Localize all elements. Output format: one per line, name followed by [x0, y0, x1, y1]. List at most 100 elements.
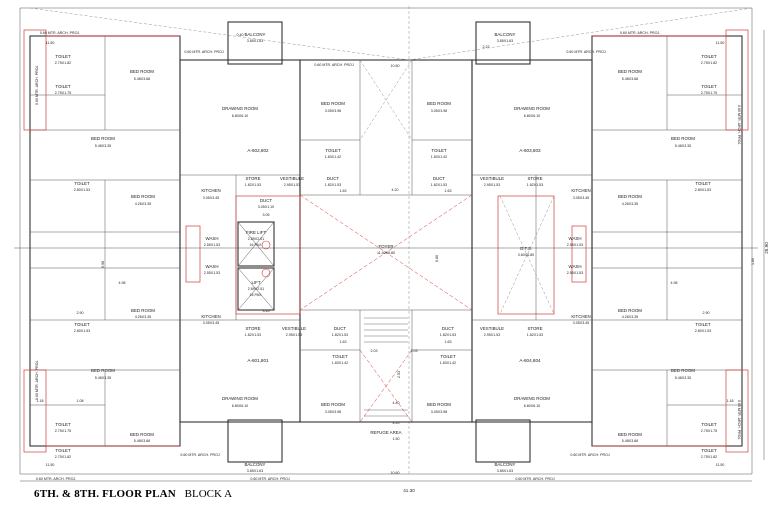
dim: 0.40 — [237, 33, 244, 37]
room-label: LIFT — [251, 280, 260, 285]
proj-note-vertical: 0.60 MTR. ARCH. PROJ. — [35, 360, 39, 400]
room-size: 6.80X6.10 — [524, 404, 540, 408]
room-label: BED ROOM — [321, 101, 345, 106]
drawing-caption: 6TH. & 8TH. FLOOR PLAN BLOCK A — [34, 488, 232, 500]
room-size: 2.55X1.53 — [204, 271, 220, 275]
dim: 2.03 — [371, 349, 378, 353]
room-label: BED ROOM — [91, 368, 115, 373]
room-label: DRAWING ROOM — [514, 396, 550, 401]
room-size: 2.95X1.53 — [284, 183, 300, 187]
room-size: 1.82X1.53 — [527, 183, 543, 187]
room-label: TOILET — [701, 54, 717, 59]
room-label: KITCHEN — [571, 188, 590, 193]
room-label: DRAWING ROOM — [222, 396, 258, 401]
room-label: BED ROOM — [131, 194, 155, 199]
room-size: 2.89X2.51 — [248, 237, 264, 241]
room-size: 1.82X1.53 — [245, 183, 261, 187]
dim: 5.98 — [101, 261, 105, 268]
room-label: REFUGE AREA — [370, 430, 401, 435]
room-size: 5.48X3.35 — [675, 376, 691, 380]
room-size: 6.80X6.10 — [232, 404, 248, 408]
proj-note: 0.60 MTR. ARCH. PROJ — [566, 50, 606, 54]
dim: 11.50 — [716, 41, 725, 45]
dimension-labels: 41.30 25.90 10.60 10.60 11.50 11.50 11.5… — [37, 33, 770, 493]
dim: 1.63 — [340, 340, 347, 344]
room-size: 3.85X1.63 — [497, 469, 513, 473]
dim: 1.08 — [77, 399, 84, 403]
proj-note-vertical: 0.60 MTR. ARCH. PROJ. — [737, 105, 741, 145]
room-label: BED ROOM — [618, 432, 642, 437]
room-label: BED ROOM — [618, 194, 642, 199]
room-label: BED ROOM — [321, 402, 345, 407]
room-label: FOYER — [378, 244, 393, 249]
room-label: WASH — [205, 264, 218, 269]
dim: 1.18 — [37, 399, 44, 403]
room-size: 3.05X3.45 — [573, 321, 589, 325]
room-label: BED ROOM — [427, 101, 451, 106]
overall-width: 41.30 — [403, 488, 415, 493]
room-label: TOILET — [55, 84, 71, 89]
dim: 11.50 — [716, 463, 725, 467]
projection-notes: 0.60 MTR. ARCH. PROJ. 0.60 MTR. ARCH. PR… — [35, 31, 741, 481]
room-size: 4.26X3.35 — [622, 315, 638, 319]
room-size: 1.83X1.42 — [440, 361, 456, 365]
room-label: TOILET — [695, 181, 711, 186]
room-label: BALCONY — [495, 32, 516, 37]
room-size: 2.75X1.82 — [701, 61, 717, 65]
room-size: 2.55X1.53 — [567, 271, 583, 275]
dim: 1.50 — [393, 437, 400, 441]
room-label: O.T.S. — [520, 246, 532, 251]
dim: 11.50 — [46, 41, 55, 45]
room-size: 3.05X3.45 — [573, 196, 589, 200]
room-label: DUCT — [334, 326, 347, 331]
lift-shafts — [237, 221, 275, 311]
room-label: TOILET — [431, 148, 447, 153]
room-size: 1.83X1.42 — [325, 155, 341, 159]
dim: 1.63 — [340, 189, 347, 193]
room-label: STORE — [245, 326, 260, 331]
room-label: TOILET — [74, 181, 90, 186]
dim: 2.90 — [703, 311, 710, 315]
room-label: KITCHEN — [571, 314, 590, 319]
room-labels: TOILET 2.75X1.82 TOILET 2.75X1.75 BED RO… — [55, 32, 717, 473]
room-label: TOILET — [701, 84, 717, 89]
proj-note: 0.60 MTR. ARCH. PROJ. — [40, 31, 80, 35]
proj-note: 0.60 MTR. ARCH. PROJ — [570, 453, 610, 457]
room-label: WASH — [568, 264, 581, 269]
dim: 2.22 — [483, 45, 490, 49]
room-size: 2.89X2.51 — [248, 287, 264, 291]
room-size: 2.80X1.53 — [695, 329, 711, 333]
room-size: 1.82X1.53 — [325, 183, 341, 187]
room-size: 2.75X1.75 — [55, 429, 71, 433]
unit-labels: A-602,802 A-603,803 A-601,801 A-604,804 — [247, 148, 541, 363]
room-size: 6.80X6.10 — [232, 114, 248, 118]
proj-note-vertical: 0.60 MTR. ARCH. PROJ. — [737, 400, 741, 440]
room-label: BALCONY — [245, 32, 266, 37]
room-size: 3.05X3.45 — [203, 196, 219, 200]
room-size: 2.75X1.75 — [701, 429, 717, 433]
room-size: 4.26X3.35 — [135, 315, 151, 319]
room-size: 2.75X1.82 — [55, 455, 71, 459]
room-label: VESTIBULE — [282, 326, 306, 331]
room-size: 3.85X1.63 — [247, 469, 263, 473]
unit-a604: A-604,804 — [519, 358, 541, 363]
room-size: 1.83X1.42 — [332, 361, 348, 365]
room-size: 1.82X1.53 — [527, 333, 543, 337]
room-size: 5.48X3.68 — [622, 439, 638, 443]
dim: 4.98 — [119, 281, 126, 285]
room-label: FIRE LIFT — [246, 230, 267, 235]
staircase — [364, 317, 408, 417]
room-size: 11.40X6.80 — [377, 251, 395, 255]
unit-a601: A-601,801 — [247, 358, 269, 363]
room-label: TOILET — [701, 448, 717, 453]
unit-a603: A-603,803 — [519, 148, 541, 153]
room-size: 1.83X1.42 — [431, 155, 447, 159]
room-label: BALCONY — [245, 462, 266, 467]
room-label: TOILET — [55, 422, 71, 427]
dim: 4.40 — [393, 401, 400, 405]
overall-depth: 25.90 — [764, 242, 769, 254]
room-label: DUCT — [442, 326, 455, 331]
room-size: 4.26X3.35 — [135, 202, 151, 206]
proj-note: 0.60 MTR. ARCH. PROJ — [184, 50, 224, 54]
grid-lines — [14, 6, 765, 482]
